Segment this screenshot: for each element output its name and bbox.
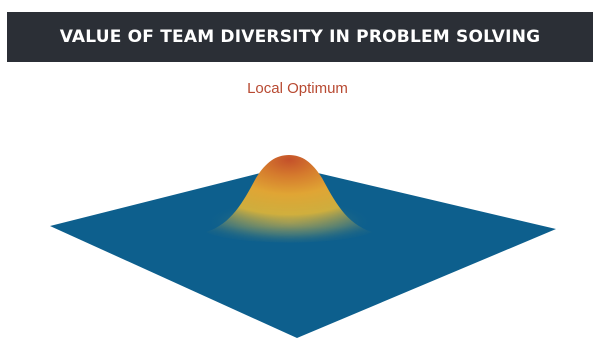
landscape-plane	[50, 166, 556, 338]
problem-landscape-surface	[50, 155, 556, 338]
title-bar: VALUE OF TEAM DIVERSITY IN PROBLEM SOLVI…	[7, 12, 593, 62]
diagram-title: VALUE OF TEAM DIVERSITY IN PROBLEM SOLVI…	[59, 27, 541, 47]
local-optimum-label: Local Optimum	[247, 80, 348, 97]
local-optimum-peak	[206, 155, 372, 243]
